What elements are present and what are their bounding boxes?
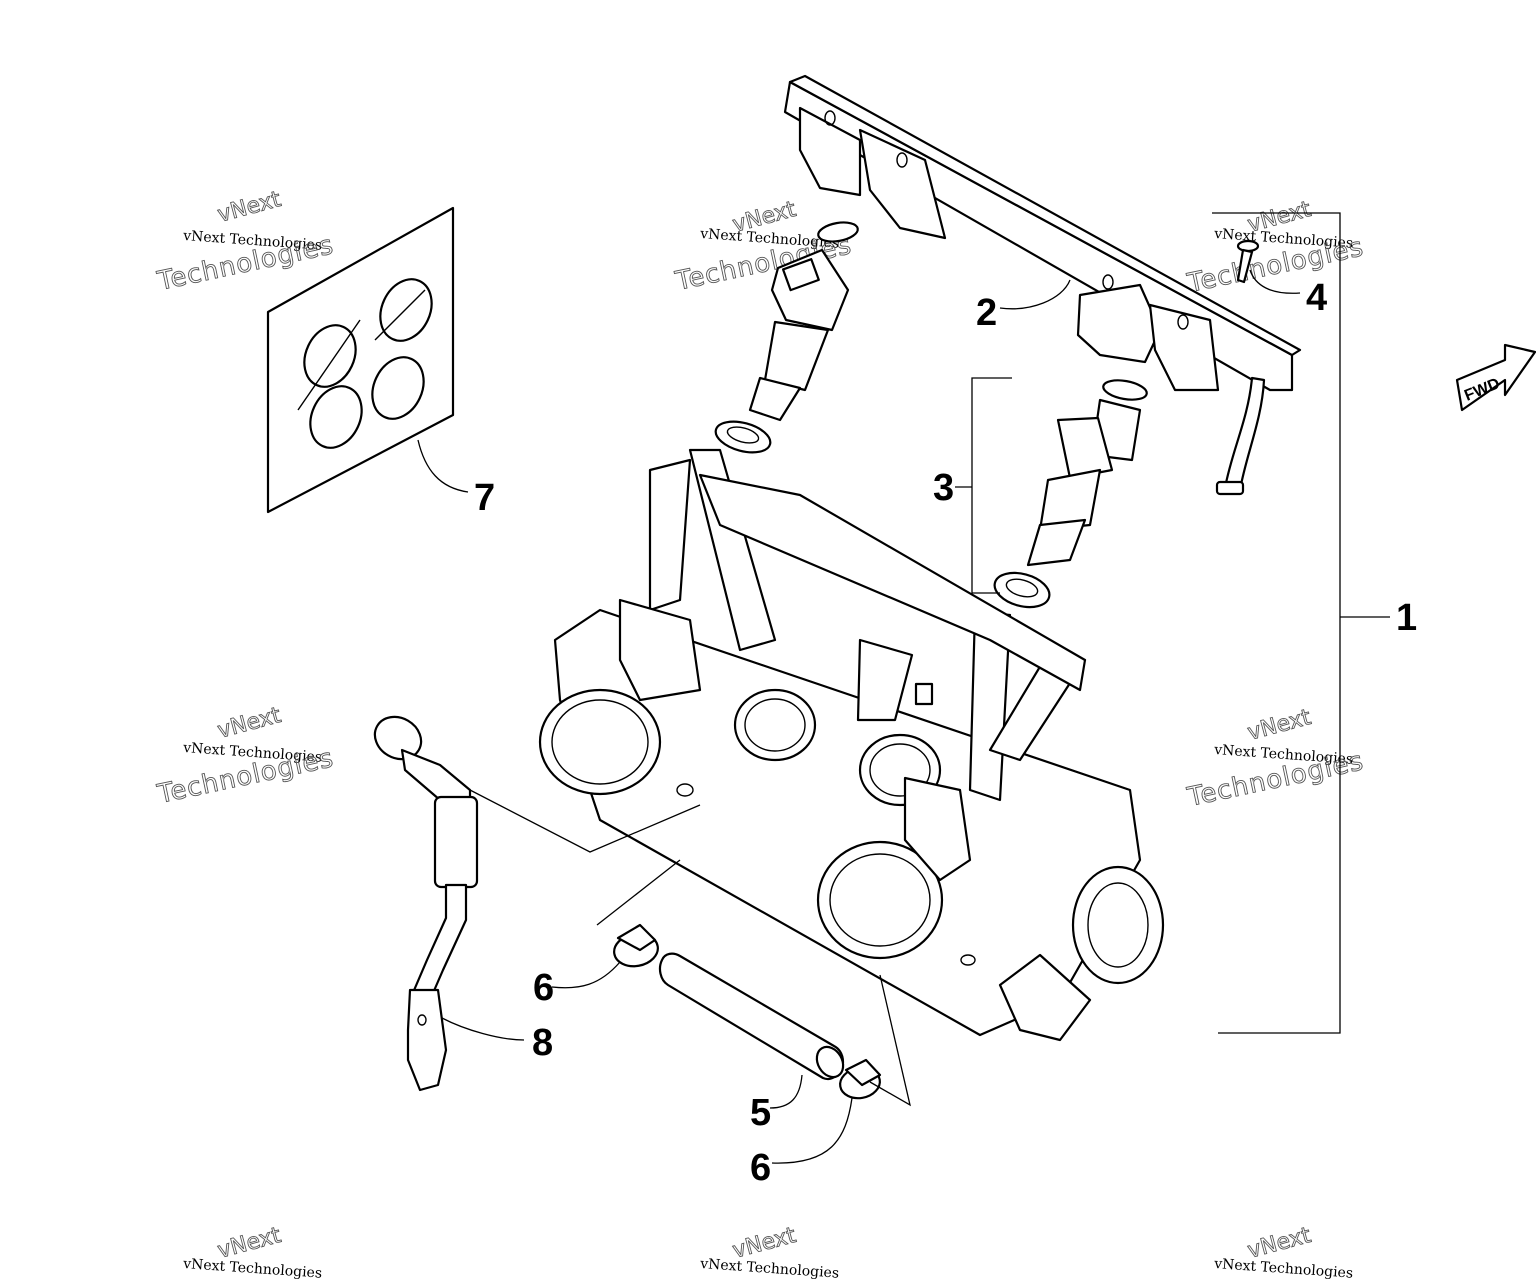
throttle-body-assembly-drawing — [538, 448, 1165, 1042]
screw-drawing — [1236, 239, 1260, 284]
leader-lines — [417, 269, 1301, 1164]
svg-text:vNext Technologies: vNext Technologies — [1213, 1256, 1354, 1280]
bracket-item-1 — [1212, 212, 1390, 1034]
fuel-rail-drawing — [783, 74, 1302, 496]
clamp-upper-drawing — [613, 923, 659, 968]
callout-2: 2 — [976, 292, 997, 334]
callout-4: 4 — [1306, 277, 1327, 319]
callout-8: 8 — [532, 1022, 553, 1064]
fuel-injector-right-drawing — [993, 379, 1148, 609]
svg-text:vNext Technologies: vNext Technologies — [182, 1256, 323, 1280]
callout-5: 5 — [750, 1092, 771, 1134]
callout-6-lower: 6 — [750, 1147, 771, 1189]
watermark-mid-right: vNext vNext Technologies Technologies — [1184, 704, 1367, 813]
bracket-item-3 — [955, 377, 1012, 594]
callout-7: 7 — [474, 477, 495, 519]
callout-1: 1 — [1396, 597, 1417, 639]
watermark-top-right: vNext vNext Technologies Technologies — [1184, 196, 1367, 299]
fuel-line-drawing — [373, 715, 479, 1092]
svg-text:vNext: vNext — [215, 1223, 284, 1264]
callout-6-upper: 6 — [533, 967, 554, 1009]
hose-drawing — [658, 952, 845, 1081]
watermark-bottom-center: vNext vNext Technologies — [699, 1222, 840, 1280]
forward-direction-arrow: FWD — [1455, 343, 1536, 412]
svg-text:vNext Technologies: vNext Technologies — [699, 1256, 840, 1280]
svg-text:vNext: vNext — [1245, 705, 1314, 746]
gasket-kit-drawing — [266, 206, 455, 514]
fuel-injector-left-drawing — [714, 221, 859, 454]
watermark-mid-left: vNext vNext Technologies Technologies — [154, 702, 337, 810]
clamp-lower-drawing — [839, 1058, 882, 1100]
svg-text:vNext: vNext — [215, 703, 284, 744]
watermark-bottom-left: vNext vNext Technologies — [182, 1222, 323, 1280]
svg-text:vNext: vNext — [1245, 1223, 1314, 1264]
svg-text:vNext: vNext — [730, 1223, 799, 1264]
guide-lines — [469, 789, 911, 1107]
watermark-top-left: vNext vNext Technologies Technologies — [154, 186, 337, 297]
watermark-bottom-right: vNext vNext Technologies — [1213, 1222, 1354, 1280]
svg-text:vNext: vNext — [215, 187, 284, 228]
callout-3: 3 — [933, 467, 954, 509]
